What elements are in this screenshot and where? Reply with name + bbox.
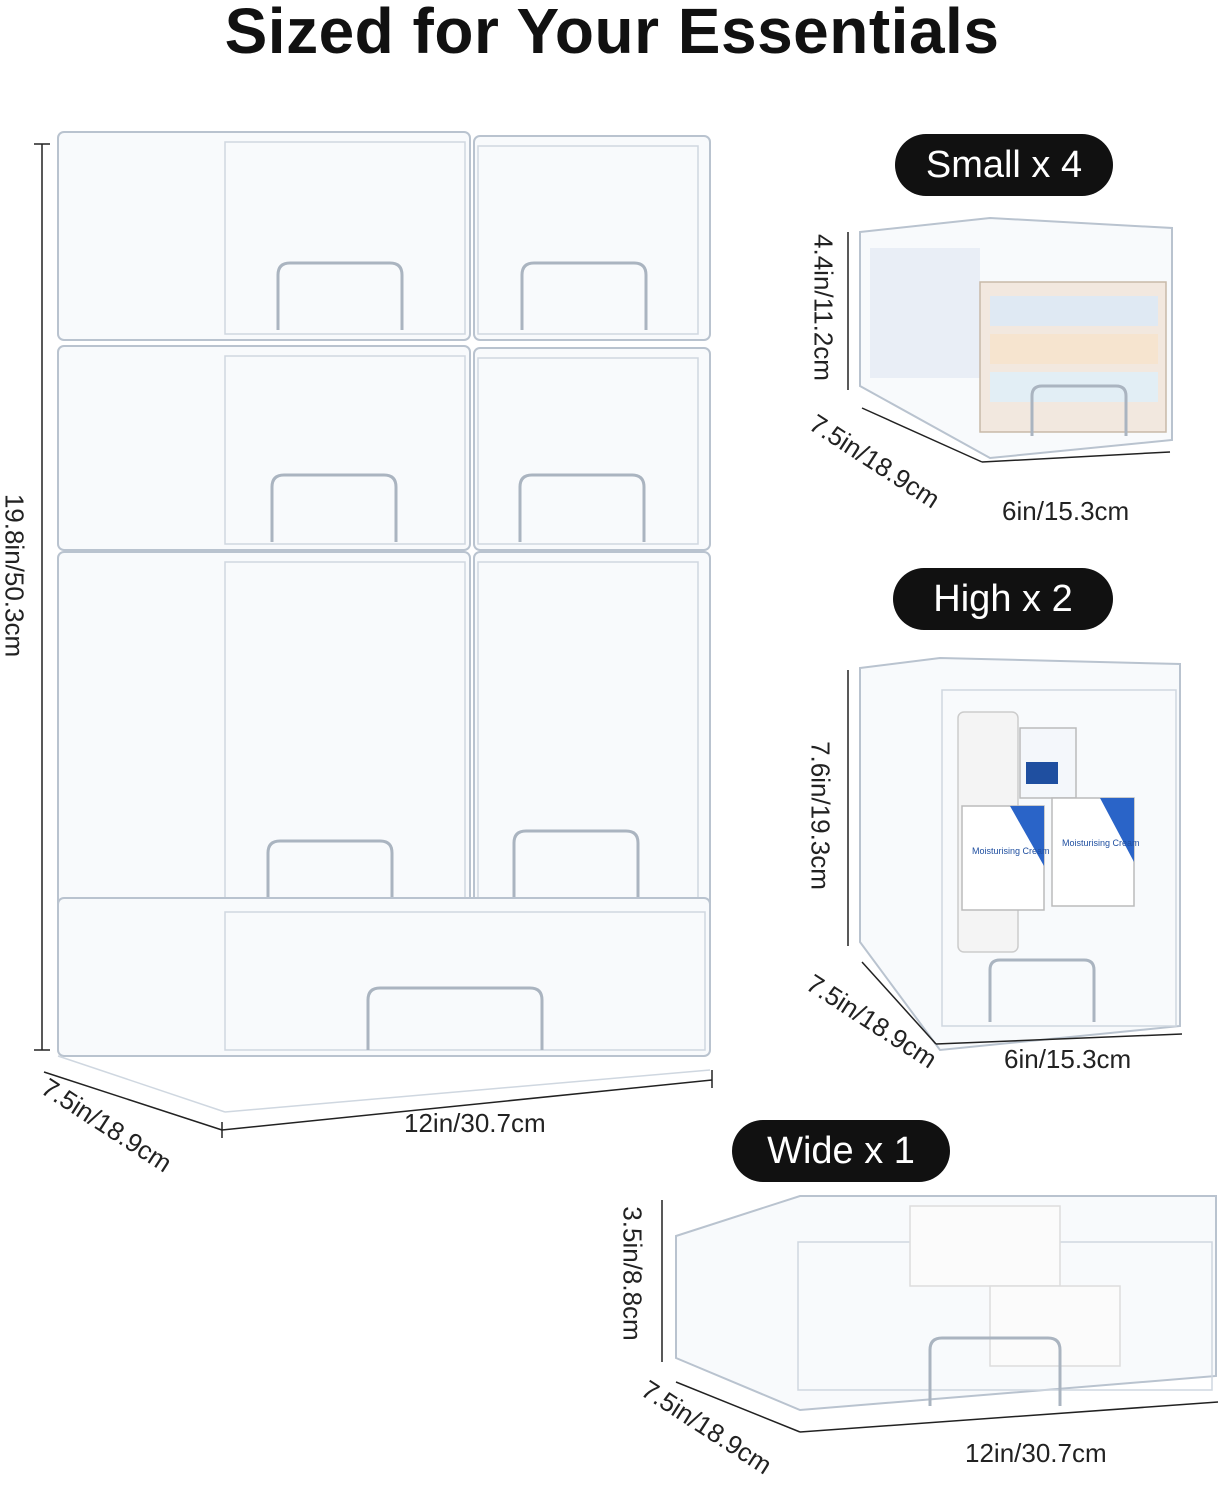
small-drawer-illustration xyxy=(847,216,1173,463)
product-label-2: Moisturising Cream xyxy=(1062,838,1140,848)
high-width-label: 6in/15.3cm xyxy=(1004,1044,1132,1074)
high-height-label: 7.6in/19.3cm xyxy=(805,741,836,890)
high-badge: High x 2 xyxy=(893,568,1113,630)
wide-badge: Wide x 1 xyxy=(732,1120,950,1182)
stack-height-label: 19.8in/50.3cm xyxy=(0,493,30,658)
stack-width-label: 12in/30.7cm xyxy=(404,1108,546,1138)
page-title: Sized for Your Essentials xyxy=(224,0,1000,67)
wide-drawer-illustration xyxy=(661,1195,1219,1433)
wide-width-label: 12in/30.7cm xyxy=(965,1438,1107,1468)
small-height-label: 4.4in/11.2cm xyxy=(808,234,839,381)
stacked-drawers-illustration xyxy=(57,131,711,1113)
high-drawer-illustration: Moisturising Cream Moisturising Cream xyxy=(847,656,1183,1052)
small-badge: Small x 4 xyxy=(895,134,1113,196)
product-label-1: Moisturising Cream xyxy=(972,846,1050,856)
small-width-label: 6in/15.3cm xyxy=(1002,496,1130,526)
wide-height-label: 3.5in/8.8cm xyxy=(617,1206,648,1341)
